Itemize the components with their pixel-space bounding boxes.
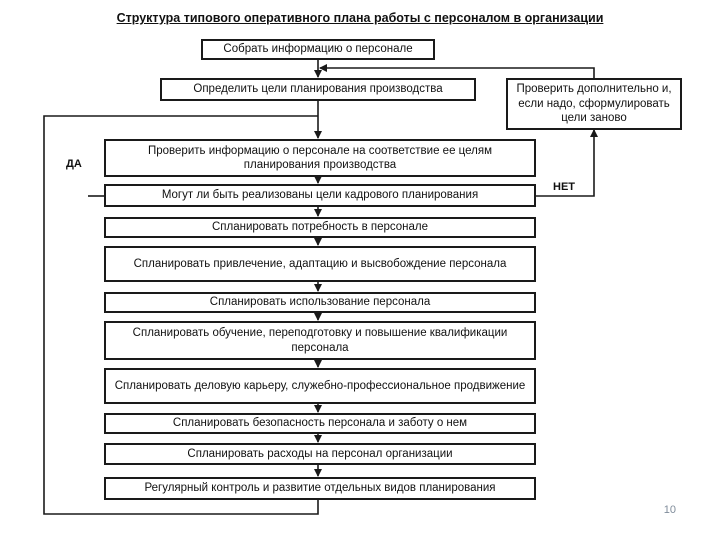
side-box-revise-goals: Проверить дополнительно и, если надо, сф… bbox=[506, 78, 682, 130]
step-1-box: Собрать информацию о персонале bbox=[201, 39, 435, 60]
step-11-label: Спланировать расходы на персонал организ… bbox=[187, 447, 453, 460]
yes-label: ДА bbox=[66, 158, 82, 170]
step-8-label: Спланировать обучение, переподготовку и … bbox=[132, 327, 508, 354]
step-5-box: Спланировать потребность в персонале bbox=[104, 217, 536, 238]
step-2-box: Определить цели планирования производств… bbox=[160, 78, 476, 101]
side-box-label: Проверить дополнительно и, если надо, сф… bbox=[516, 83, 672, 125]
step-5-label: Спланировать потребность в персонале bbox=[211, 221, 429, 234]
step-3-label: Проверить информацию о персонале на соот… bbox=[147, 144, 492, 171]
step-9-box: Спланировать деловую карьеру, служебно-п… bbox=[104, 368, 536, 404]
step-11-box: Спланировать расходы на персонал организ… bbox=[104, 443, 536, 465]
step-3-box: Проверить информацию о персонале на соот… bbox=[104, 139, 536, 177]
page-number: 10 bbox=[663, 504, 676, 516]
no-branch-connector bbox=[536, 129, 598, 197]
diagram-title: Структура типового оперативного плана ра… bbox=[116, 11, 604, 25]
step-1-label: Собрать информацию о персонале bbox=[223, 43, 413, 56]
step-8-box: Спланировать обучение, переподготовку и … bbox=[104, 321, 536, 360]
step-10-label: Спланировать безопасность персонала и за… bbox=[172, 417, 468, 430]
feedback-loop-connector bbox=[43, 115, 319, 515]
side-box-return-connector bbox=[319, 64, 595, 78]
step-4-label: Могут ли быть реализованы цели кадрового… bbox=[161, 189, 479, 202]
step-10-box: Спланировать безопасность персонала и за… bbox=[104, 413, 536, 434]
step-12-box: Регулярный контроль и развитие отдельных… bbox=[104, 477, 536, 500]
step-7-label: Спланировать использование персонала bbox=[209, 296, 431, 309]
step-7-box: Спланировать использование персонала bbox=[104, 292, 536, 313]
step-6-label: Спланировать привлечение, адаптацию и вы… bbox=[133, 257, 507, 270]
step-2-label: Определить цели планирования производств… bbox=[193, 83, 443, 96]
no-label: НЕТ bbox=[553, 181, 575, 193]
step-6-box: Спланировать привлечение, адаптацию и вы… bbox=[104, 246, 536, 282]
step-9-label: Спланировать деловую карьеру, служебно-п… bbox=[114, 379, 526, 392]
step-4-decision-box: Могут ли быть реализованы цели кадрового… bbox=[104, 184, 536, 207]
step-12-label: Регулярный контроль и развитие отдельных… bbox=[144, 482, 496, 495]
